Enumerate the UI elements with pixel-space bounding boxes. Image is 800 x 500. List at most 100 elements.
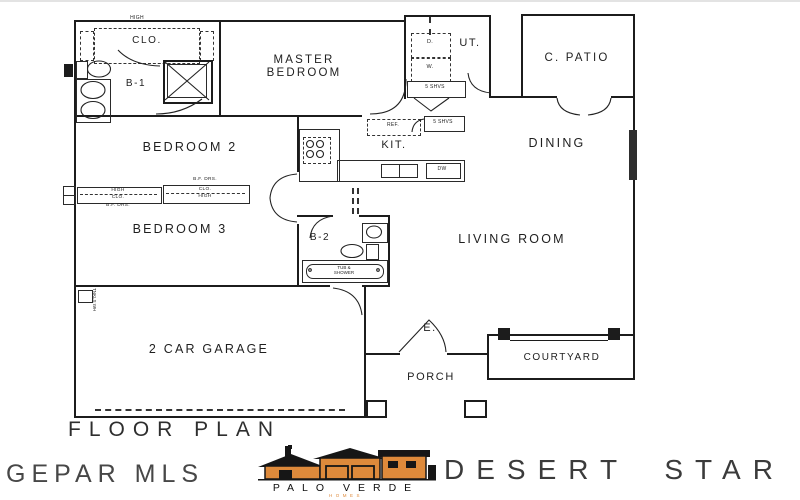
entry-door-arc [398,319,447,353]
sink-icon [80,80,106,100]
dryer-label: D. [426,39,434,45]
shower-enclosure-inner [167,64,207,98]
door-arc [269,173,298,199]
wall [219,20,221,117]
wall [404,15,491,17]
range-burners-icon [305,139,325,159]
door-arc [332,287,363,316]
room-label-kitchen: KIT. [381,139,407,151]
wall [297,224,299,287]
refrigerator-icon [367,119,421,136]
wall [297,115,362,117]
room-label-bedroom3: BEDROOM 3 [132,222,228,236]
wall [74,416,366,418]
shelf-door-lines [413,97,450,112]
room-label-dining: DINING [528,136,586,150]
wall [510,340,608,341]
dryer-icon [411,33,451,58]
room-label-bath2: B-2 [309,232,331,243]
attic-access-line [357,188,359,214]
door-arc [269,197,298,223]
closet-bedroom3 [77,187,162,204]
kitchen-sink-icon [399,164,418,178]
refrigerator-label: REF. [386,122,400,128]
shelves-label: 5 SHVS [425,84,445,90]
door-arc [155,98,203,115]
closet-label: CLO. [111,194,125,200]
drawing-title: FLOOR PLAN [68,418,282,441]
tub-icon-inner [306,264,384,279]
bifold-doors-label: B.F. DRS. [193,177,217,182]
dishwasher-icon [426,163,461,179]
closet-label: CLO. [198,186,212,192]
wall [74,20,406,22]
wall-return [63,195,76,205]
wall-return [64,64,73,77]
wall [297,215,333,217]
wall [388,215,390,287]
wall [74,285,330,287]
wall [74,20,76,418]
room-label-porch: PORCH [407,371,455,383]
room-label-utility: UT. [459,37,481,49]
shower-icon [164,61,210,101]
wall [521,14,523,98]
room-label-living-room: LIVING ROOM [458,232,566,246]
wall [489,96,557,98]
shelves-label: 5 SHVS [433,119,453,125]
wall [633,14,635,380]
door-arc [467,72,492,94]
door-arc [117,49,161,67]
wall [447,353,489,355]
door-arc [411,118,425,133]
dishwasher-label: DW [437,166,447,172]
courtyard-post [498,328,510,340]
kitchen-counter-left [299,129,340,182]
palo-verde-logo [258,445,436,481]
wall [521,14,635,16]
toilet-icon [340,243,364,259]
wall [404,15,406,99]
room-label-covered-patio: C. PATIO [544,52,610,64]
vanity-counter [76,79,111,123]
wall [611,96,635,98]
kitchen-counter-bottom [337,160,465,182]
wall [362,285,390,287]
room-label-courtyard: COURTYARD [523,352,601,363]
garage-door-line [95,409,345,411]
room-label-bath1: B-1 [125,78,147,89]
toilet-tank-icon [366,244,379,260]
water-heater-label: TNKLS WH [92,288,97,312]
wall [487,378,635,380]
courtyard-post [608,328,620,340]
mls-watermark: GEPAR MLS [6,460,205,488]
wall [487,334,489,380]
closet-bedroom2 [163,185,250,204]
builder-tagline: HOMES [328,493,363,498]
porch-post [464,400,487,418]
wall [366,353,400,355]
linen-shelves-2 [424,116,465,132]
tub-icon [302,260,388,283]
tub-shower-label: TUB & SHOWER [333,264,355,276]
window-marker [629,130,637,180]
wall [359,215,390,217]
utility-dash-line [429,17,431,35]
closet-shelf-line [166,193,245,194]
sink-icon [80,100,106,120]
double-door-arc [556,97,612,116]
water-heater-icon [78,290,93,303]
door-arc [309,215,334,239]
wall [487,334,635,336]
room-label-master-closet: CLO. [132,35,162,46]
tub-faucet-dots [308,268,380,272]
porch-post [366,400,387,418]
wall [364,285,366,418]
door-arc [369,78,407,115]
closet-shelf-line [80,194,157,195]
plan-name: DESERT STAR [444,454,785,485]
wall [297,115,299,172]
closet-label: HIGH [198,193,212,199]
wall [489,15,491,98]
room-label-master-bedroom: MASTER BEDROOM [266,54,342,79]
